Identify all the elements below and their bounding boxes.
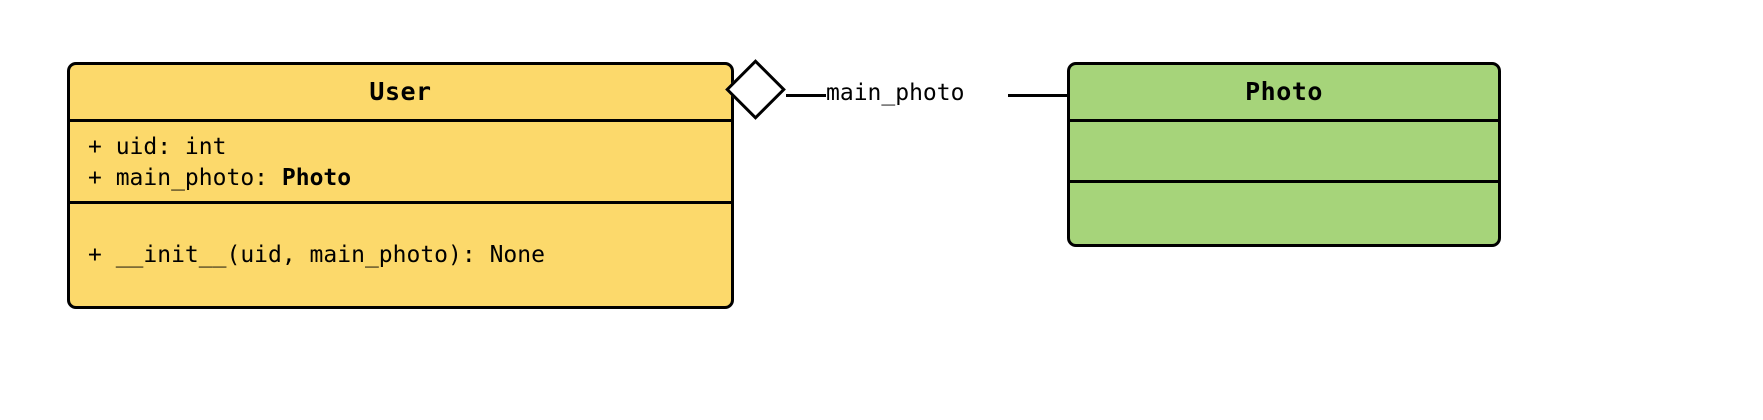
- class-name-photo: Photo: [1245, 77, 1323, 107]
- aggregation-diamond-icon: [725, 59, 786, 120]
- attribute-type-ref: Photo: [281, 164, 352, 191]
- class-methods-user: + __init__(uid, main_photo): None: [70, 204, 731, 306]
- class-methods-photo: [1070, 183, 1498, 244]
- uml-class-user[interactable]: User + uid: int + main_photo: Photo + __…: [67, 62, 734, 309]
- class-attributes-photo: [1070, 122, 1498, 183]
- class-name-user: User: [369, 77, 432, 107]
- association-label-main-photo: main_photo: [826, 80, 965, 106]
- attribute-row: + uid: int: [88, 134, 227, 161]
- class-header-user: User: [70, 65, 731, 122]
- method-row: + __init__(uid, main_photo): None: [88, 241, 545, 268]
- class-attributes-user: + uid: int + main_photo: Photo: [70, 122, 731, 204]
- attribute-row: + main_photo: Photo: [70, 163, 731, 193]
- association-line-right: [1008, 94, 1068, 97]
- uml-class-photo[interactable]: Photo: [1067, 62, 1501, 247]
- association-line-left: [786, 94, 826, 97]
- attribute-label: + main_photo:: [88, 164, 282, 191]
- class-header-photo: Photo: [1070, 65, 1498, 122]
